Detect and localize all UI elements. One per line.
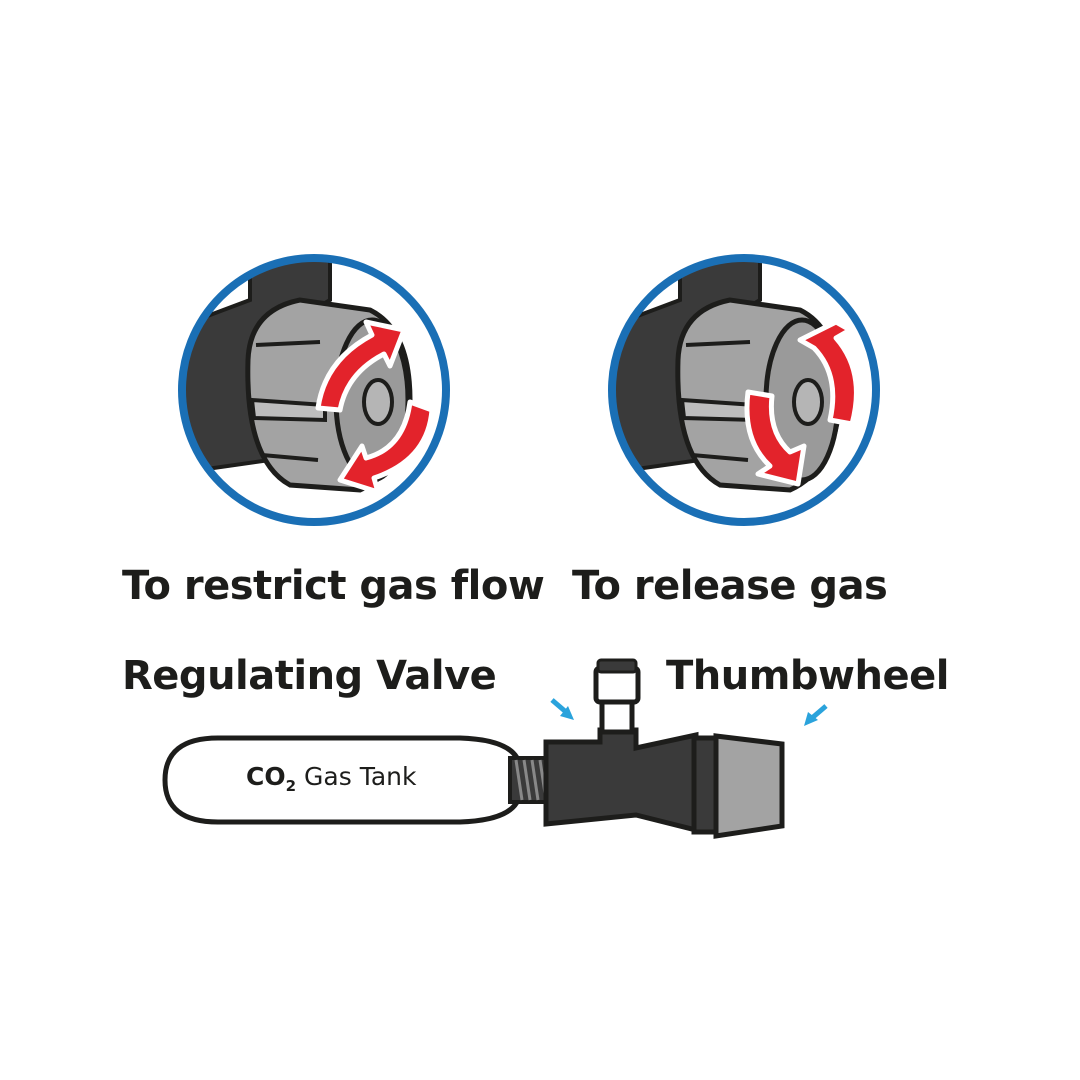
co2-tank: [162, 735, 523, 825]
regulating-valve-label: Regulating Valve: [122, 653, 497, 699]
release-illustration: [608, 254, 880, 526]
thumbwheel-label: Thumbwheel: [666, 653, 949, 699]
pointer-arrow-icon: [804, 704, 828, 726]
tank-label-prefix: CO: [246, 762, 286, 791]
tank-label: CO2 Gas Tank: [246, 764, 417, 794]
restrict-illustration: [178, 254, 450, 526]
tank-label-suffix: Gas Tank: [304, 762, 417, 791]
restrict-caption: To restrict gas flow: [122, 563, 545, 609]
thumbwheel: [713, 733, 785, 839]
pointer-arrow-icon: [550, 698, 574, 720]
rotate-arrow-icon: [744, 319, 859, 487]
regulating-valve: [543, 727, 699, 834]
release-caption: To release gas: [572, 563, 888, 609]
tank-label-subscript: 2: [285, 777, 297, 795]
inflator-device: [162, 658, 828, 839]
rotate-arrow-icon: [315, 319, 435, 495]
